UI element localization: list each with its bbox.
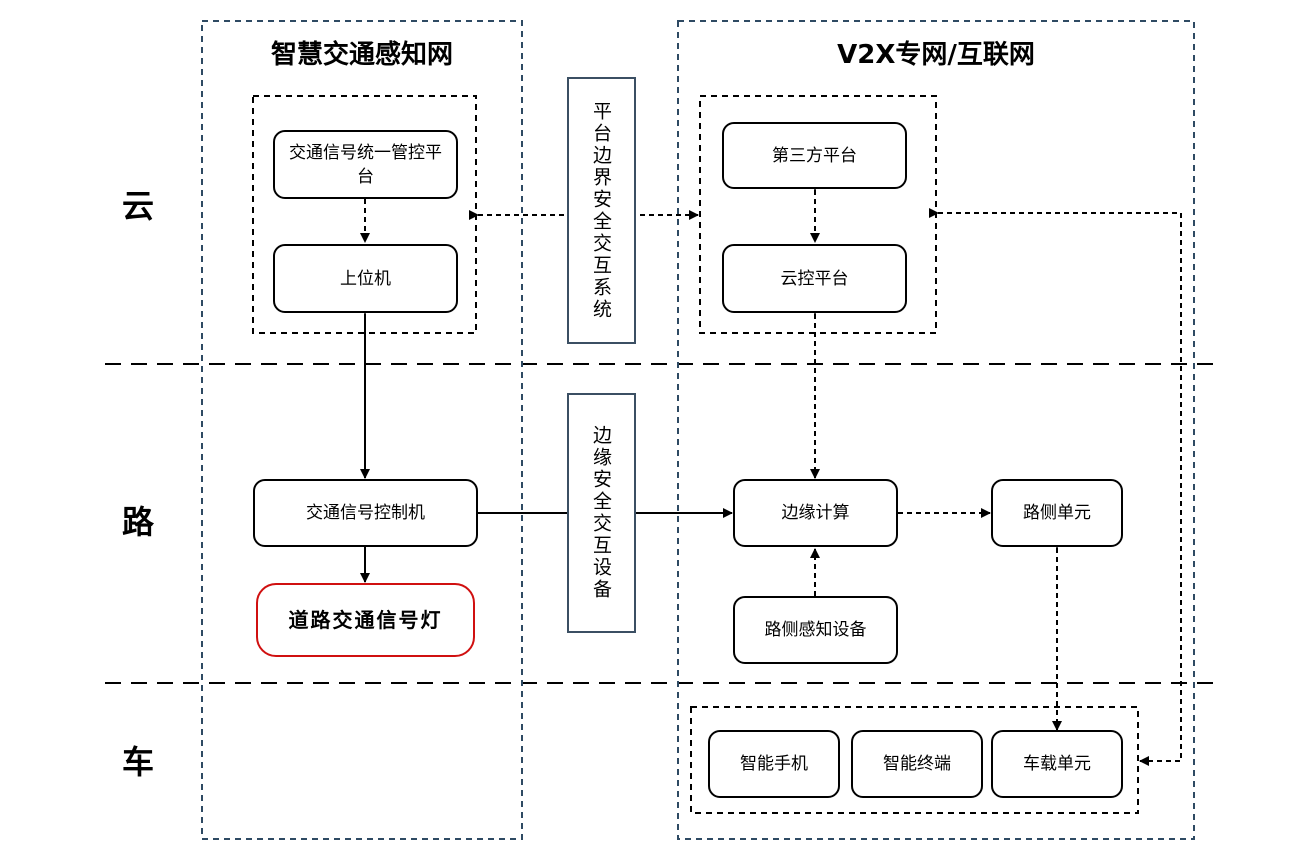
row-label-cloud: 云 [122, 187, 155, 225]
node-roadside-sensor: 路侧感知设备 [733, 596, 898, 664]
node-third-party-label: 第三方平台 [772, 145, 857, 166]
node-edge-compute: 边缘计算 [733, 479, 898, 547]
node-obu-label: 车载单元 [1023, 754, 1091, 774]
node-cloud-control-label: 云控平台 [780, 268, 849, 289]
gateway-edge-security-label: 边缘安全交互设备 [590, 425, 612, 601]
right-region-title: V2X专网/互联网 [837, 40, 1035, 70]
node-roadside-sensor-label: 路侧感知设备 [764, 620, 867, 640]
node-signal-platform-label: 交通信号统一管控平台 [289, 142, 442, 187]
node-cloud-control: 云控平台 [722, 244, 907, 313]
node-traffic-light-label: 道路交通信号灯 [288, 608, 443, 632]
gateway-platform-boundary-label: 平台边界安全交互系统 [590, 100, 612, 321]
left-region-frame [201, 20, 523, 840]
right-region-frame [677, 20, 1195, 840]
node-signal-platform: 交通信号统一管控平台 [273, 130, 458, 199]
arrow-cloud-vehicle-loop [929, 208, 1182, 766]
node-host-label: 上位机 [340, 268, 391, 289]
node-third-party: 第三方平台 [722, 122, 907, 189]
gateway-edge-security: 边缘安全交互设备 [567, 393, 636, 633]
node-signal-controller: 交通信号控制机 [253, 479, 478, 547]
left-region-title: 智慧交通感知网 [270, 40, 453, 70]
row-label-vehicle: 车 [122, 743, 155, 781]
node-smart-terminal-label: 智能终端 [883, 754, 951, 774]
node-edge-compute-label: 边缘计算 [781, 503, 850, 523]
node-smartphone: 智能手机 [708, 730, 840, 798]
node-obu: 车载单元 [991, 730, 1123, 798]
node-host: 上位机 [273, 244, 458, 313]
node-signal-controller-label: 交通信号控制机 [306, 503, 425, 523]
gateway-platform-boundary: 平台边界安全交互系统 [567, 77, 636, 344]
node-smartphone-label: 智能手机 [740, 754, 808, 774]
node-roadside-unit-label: 路侧单元 [1023, 503, 1091, 523]
row-label-road: 路 [122, 503, 155, 541]
node-smart-terminal: 智能终端 [851, 730, 983, 798]
node-traffic-light: 道路交通信号灯 [256, 583, 475, 657]
node-roadside-unit: 路侧单元 [991, 479, 1123, 547]
